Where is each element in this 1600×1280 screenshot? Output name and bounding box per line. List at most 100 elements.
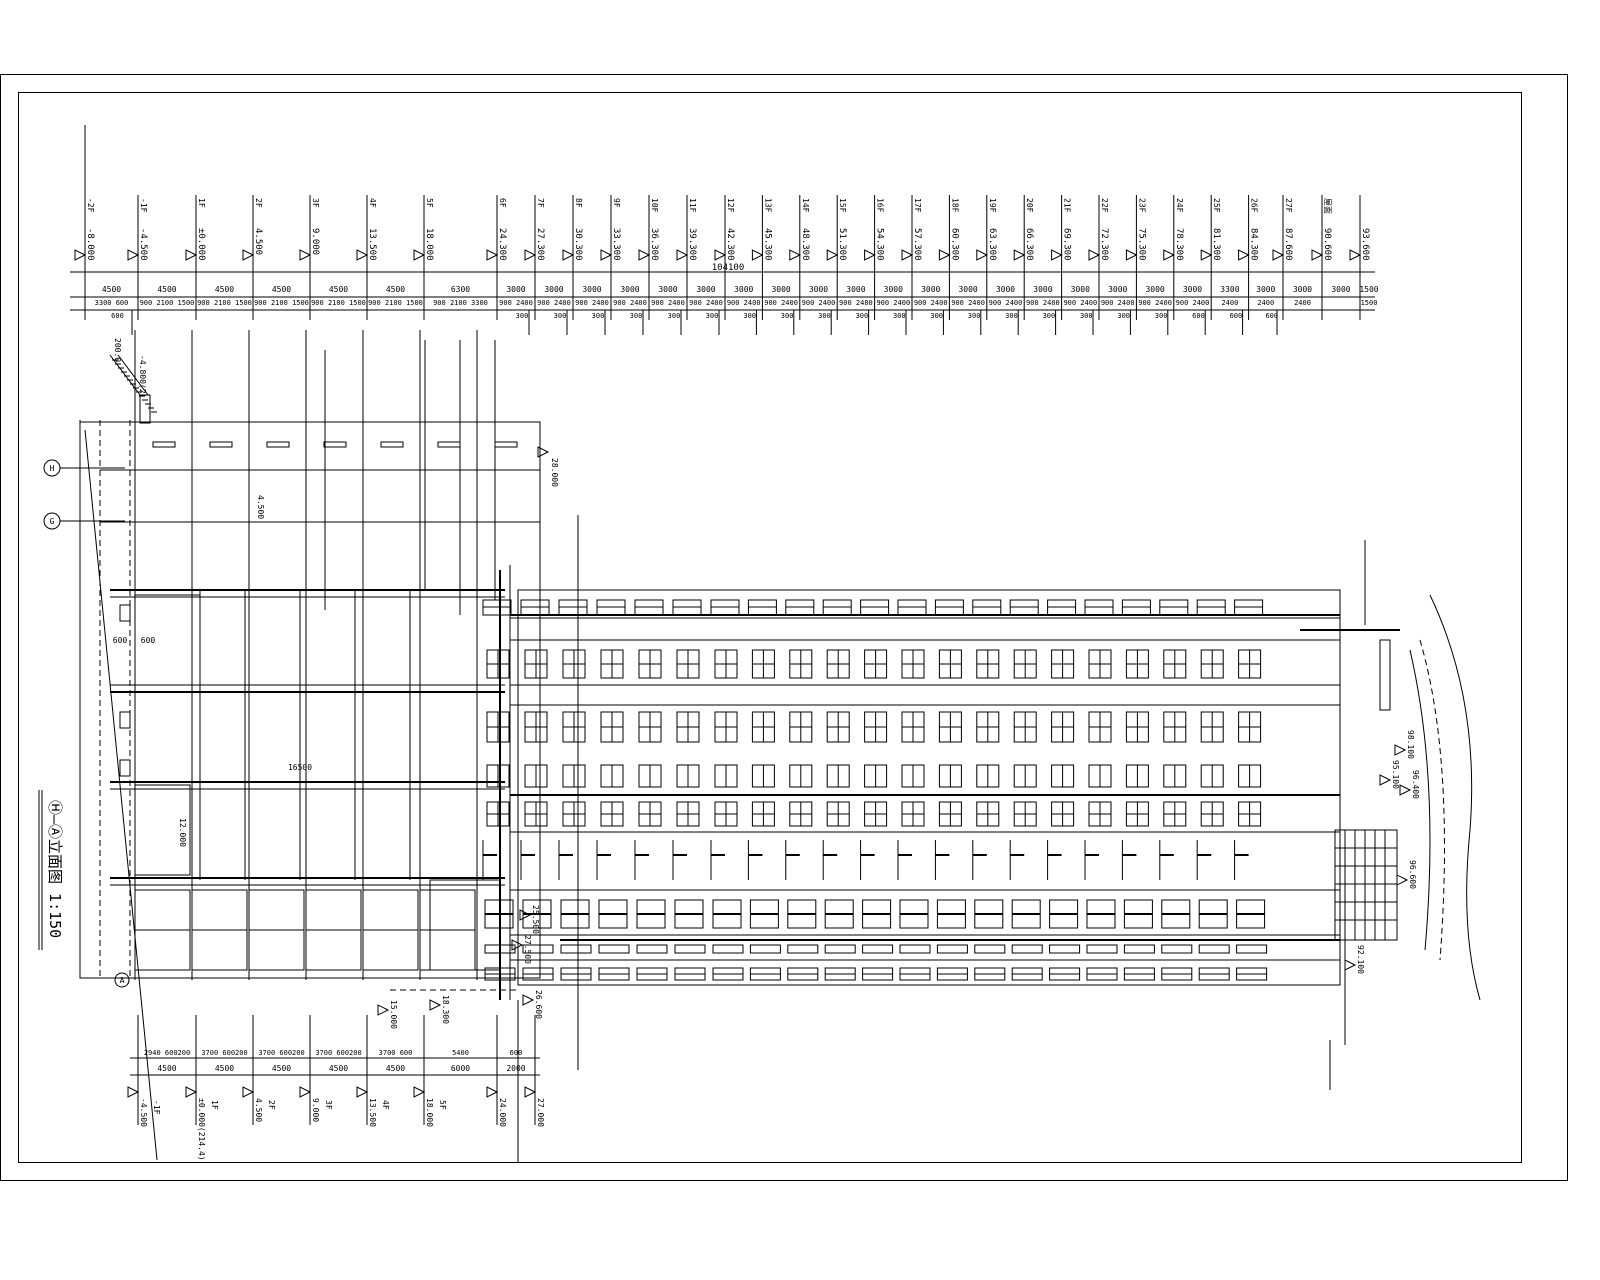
dim-main: 4500 bbox=[272, 285, 291, 294]
dim-detail: 2400 bbox=[1294, 299, 1311, 307]
level-elevation-label: 87.600 bbox=[1283, 228, 1293, 261]
dim-main: 3000 bbox=[771, 285, 790, 294]
vent bbox=[209, 441, 233, 448]
level-marker bbox=[864, 249, 876, 261]
dim-main: 4500 bbox=[386, 285, 405, 294]
dim-main: 4500 bbox=[329, 285, 348, 294]
level-elevation-label: 51.300 bbox=[837, 228, 847, 261]
level-floor-label: 3F bbox=[311, 198, 320, 208]
level-marker bbox=[356, 249, 369, 261]
building-geometry bbox=[43, 125, 1481, 1162]
annotation: 96.400 bbox=[1411, 770, 1420, 799]
dim-sub: 300 bbox=[630, 312, 643, 320]
level-marker bbox=[1311, 249, 1324, 261]
dim-main: 3000 bbox=[809, 285, 828, 294]
level-floor-label: 19F bbox=[988, 198, 997, 213]
dim-main: 1500 bbox=[1359, 285, 1378, 294]
window bbox=[899, 944, 931, 954]
level-floor-label: 6F bbox=[498, 198, 507, 208]
dim-detail: 900 2400 bbox=[1176, 299, 1210, 307]
stair-post bbox=[139, 394, 151, 424]
dim-main: 2000 bbox=[506, 1064, 525, 1073]
level-elevation-label: 42.300 bbox=[725, 228, 735, 261]
level-marker bbox=[1051, 249, 1063, 261]
glass-box bbox=[1334, 829, 1398, 941]
level-marker bbox=[1344, 959, 1357, 971]
level-elevation-label: 13.500 bbox=[368, 1098, 377, 1127]
window bbox=[119, 604, 131, 622]
level-floor-label: 12F bbox=[726, 198, 735, 213]
tower-outline bbox=[517, 589, 1341, 986]
dim-detail: 900 2400 bbox=[876, 299, 910, 307]
level-marker bbox=[185, 249, 198, 261]
level-elevation-label: 75.300 bbox=[1136, 228, 1146, 261]
dim-main: 4500 bbox=[157, 1064, 176, 1073]
dim-detail: 3300 600 bbox=[95, 299, 129, 307]
canopy-arc-dashed bbox=[1419, 639, 1445, 961]
dim-detail: 900 2400 bbox=[839, 299, 873, 307]
podium-window bbox=[134, 784, 191, 876]
dim-main: 3000 bbox=[1033, 285, 1052, 294]
vent bbox=[437, 441, 461, 448]
level-elevation-label: ±0.000 bbox=[196, 228, 206, 261]
dim-main: 3000 bbox=[958, 285, 977, 294]
level-floor-label: 16F bbox=[876, 198, 885, 213]
dim-detail: 900 2100 1500 bbox=[140, 299, 195, 307]
axis-bubble-label: G bbox=[50, 517, 55, 526]
level-marker bbox=[1238, 249, 1250, 261]
dim-sub: 300 bbox=[818, 312, 831, 320]
dim-sub: 300 bbox=[856, 312, 869, 320]
level-floor-label: 1F bbox=[210, 1100, 219, 1110]
dim-sub: 300 bbox=[1080, 312, 1093, 320]
dim-detail: 900 2400 bbox=[613, 299, 647, 307]
level-marker bbox=[676, 249, 689, 261]
dim-sub: 300 bbox=[1155, 312, 1168, 320]
dim-sub: 600 bbox=[1192, 312, 1205, 320]
dim-main: 4500 bbox=[215, 285, 234, 294]
level-floor-label: 26F bbox=[1250, 198, 1259, 213]
level-elevation-label: 63.300 bbox=[987, 228, 997, 261]
dim-main: 3000 bbox=[1071, 285, 1090, 294]
level-elevation-label: 48.300 bbox=[800, 228, 810, 261]
dim-main: 3000 bbox=[846, 285, 865, 294]
level-floor-label: 20F bbox=[1025, 198, 1034, 213]
dim-main: 3000 bbox=[921, 285, 940, 294]
window bbox=[636, 944, 668, 954]
dim-detail: 900 2400 bbox=[1138, 299, 1172, 307]
level-elevation-label: 30.300 bbox=[573, 228, 583, 261]
window bbox=[1123, 944, 1155, 954]
level-elevation-label: 78.300 bbox=[1174, 228, 1184, 261]
dim-main: 3000 bbox=[1108, 285, 1127, 294]
stair-rail bbox=[117, 354, 149, 396]
level-marker bbox=[299, 249, 312, 261]
level-marker bbox=[1349, 249, 1362, 261]
dim-detail: 1500 bbox=[1361, 299, 1378, 307]
level-elevation-label: 36.300 bbox=[649, 228, 659, 261]
level-floor-label: 18F bbox=[950, 198, 959, 213]
canopy-arc bbox=[1409, 649, 1431, 951]
dim-sub: 300 bbox=[893, 312, 906, 320]
vent bbox=[380, 441, 404, 448]
dim-detail: 900 2400 bbox=[989, 299, 1023, 307]
window bbox=[936, 944, 968, 954]
annotation: 28.000 bbox=[550, 458, 559, 487]
dim-detail: 3700 600200 bbox=[315, 1049, 361, 1057]
dim-sub: 300 bbox=[968, 312, 981, 320]
dim-sub: 300 bbox=[1043, 312, 1056, 320]
window bbox=[1086, 944, 1118, 954]
dim-main: 3300 bbox=[1220, 285, 1239, 294]
podium-window bbox=[134, 594, 201, 686]
dim-main: 3000 bbox=[996, 285, 1015, 294]
level-marker bbox=[751, 249, 764, 261]
level-marker bbox=[1200, 249, 1213, 261]
section-line bbox=[84, 429, 158, 1161]
level-floor-label: 8F bbox=[574, 198, 583, 208]
inner-frame bbox=[18, 92, 1522, 1163]
level-marker bbox=[299, 1086, 312, 1098]
level-marker bbox=[1399, 784, 1412, 796]
window bbox=[787, 944, 819, 954]
level-marker bbox=[524, 1086, 537, 1098]
level-marker bbox=[429, 999, 442, 1011]
vent bbox=[494, 441, 518, 448]
level-marker bbox=[1396, 874, 1409, 886]
